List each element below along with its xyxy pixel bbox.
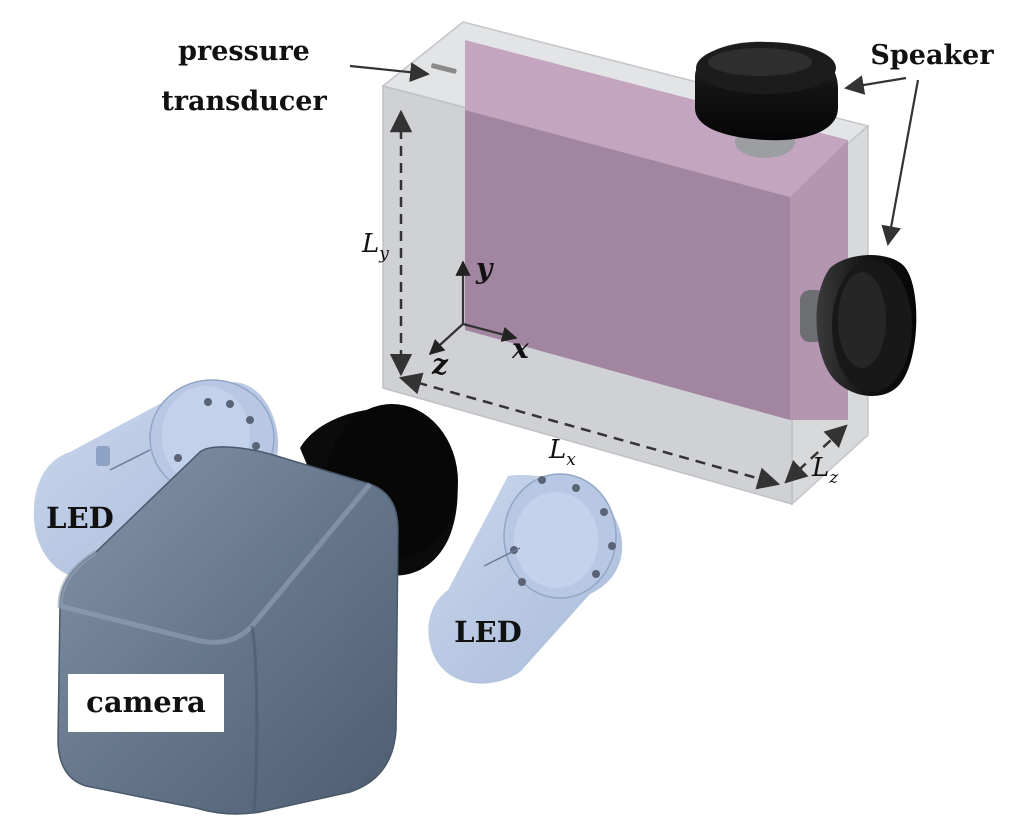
lx-label-base: L [548, 435, 566, 465]
lx-dimension-line [398, 372, 781, 490]
ly-label-base: L [361, 229, 379, 259]
led-left-label: LED [46, 501, 114, 535]
pressure-callout-arrow [349, 62, 430, 83]
lz-label: Lz [811, 453, 839, 488]
lx-label-sub: x [566, 450, 576, 470]
camera-label: camera [86, 685, 206, 719]
z-axis-arrow [428, 323, 464, 356]
lz-label-sub: z [828, 468, 839, 488]
transducer-label: transducer [161, 86, 327, 117]
axis-z-label: z [431, 348, 449, 381]
pressure-label: pressure [178, 36, 310, 67]
speaker-top [695, 41, 838, 158]
coordinate-axes [428, 260, 518, 356]
fluid-top [465, 40, 848, 197]
axis-x-label: x [511, 332, 529, 365]
pressure-transducer-sensor [431, 63, 457, 74]
camera-label-box [68, 674, 224, 732]
speaker-top-callout-arrow [844, 75, 907, 95]
axis-y-label: y [475, 252, 494, 285]
dimension-lines [389, 109, 848, 490]
lz-label-base: L [811, 453, 829, 483]
lx-label: Lx [548, 435, 576, 470]
led-right [428, 473, 623, 684]
lz-dimension-line [784, 424, 848, 484]
speaker-side-callout-arrow [881, 79, 920, 246]
ly-label-sub: y [378, 244, 389, 264]
speaker-side [800, 254, 917, 397]
callout-arrows [349, 62, 920, 246]
speaker-label: Speaker [870, 40, 994, 71]
led-right-label: LED [454, 615, 522, 649]
ly-label: Ly [361, 229, 389, 264]
fluid-front [465, 110, 790, 420]
x-axis-arrow [462, 322, 518, 342]
